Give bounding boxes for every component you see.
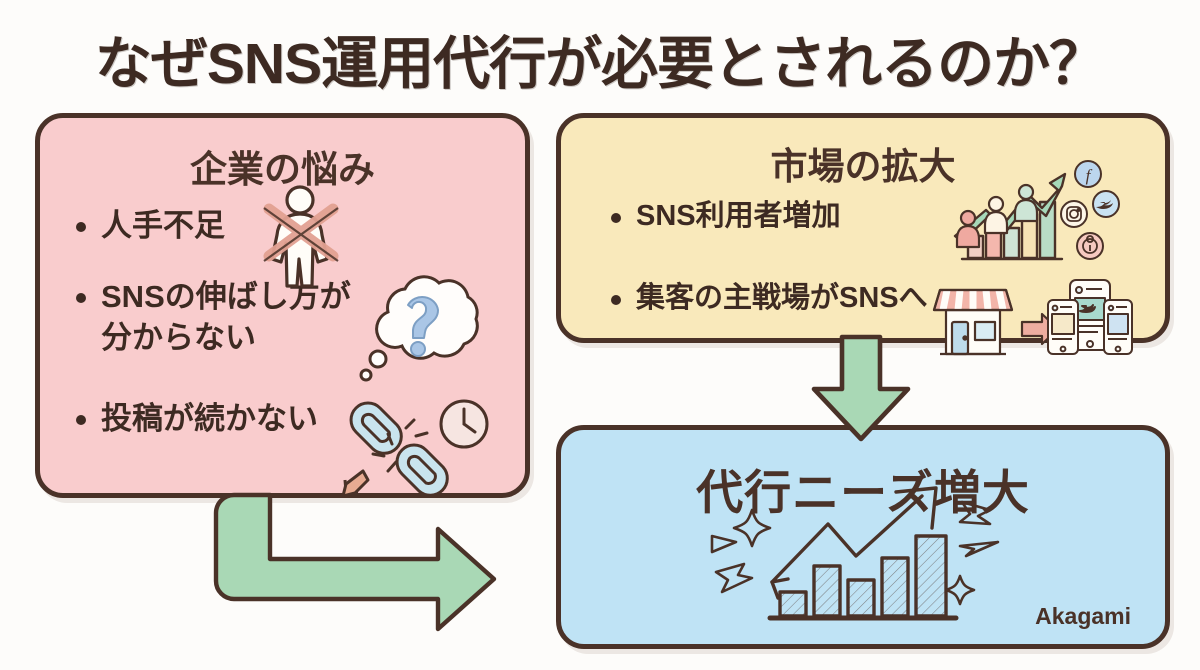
down-arrow [796, 333, 926, 445]
page-title: なぜSNS運用代行が必要とされるのか？ [94, 32, 1106, 96]
thought-bubble-question-icon [352, 272, 482, 384]
market-bullet-list: SNS利用者増加 集客の主戦場がSNSへ [609, 198, 1039, 317]
list-item: 投稿が続かない [74, 399, 404, 440]
person-crossed-out-icon [250, 183, 350, 293]
list-item: 集客の主戦場がSNSへ [609, 280, 1039, 318]
author-signature: Akagami [1035, 603, 1131, 629]
growth-chart-people-social-icon: f [938, 158, 1120, 276]
storefront-to-smartphones-icon [930, 268, 1133, 368]
svg-text:f: f [1086, 166, 1093, 185]
list-item: SNS利用者増加 [609, 198, 1039, 236]
list-item: 人手不足 [74, 206, 404, 247]
elbow-arrow-right [198, 487, 528, 647]
rising-bar-chart-arrow-icon [660, 480, 1000, 640]
broken-chain-clock-icon [330, 392, 495, 504]
card-heading-market: 市場の拡大 [770, 146, 956, 187]
card-heading-problems: 企業の悩み [190, 149, 375, 190]
problems-bullet-list: 人手不足 SNSの伸ばし方が 分からない 投稿が続かない [74, 206, 404, 440]
